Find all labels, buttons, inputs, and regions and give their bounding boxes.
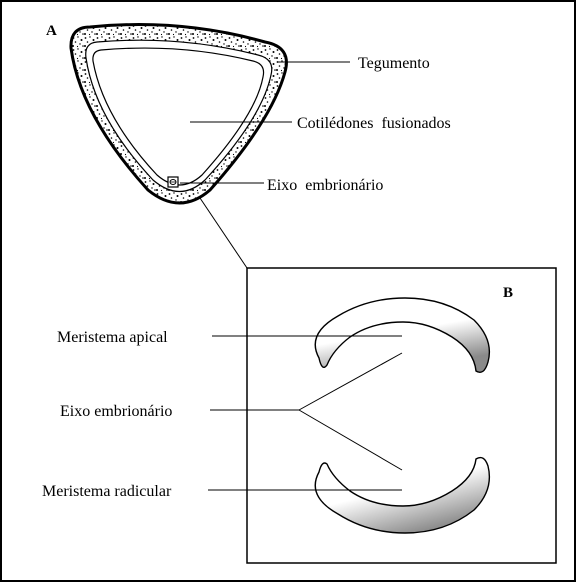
embryonic-axis-box: [168, 177, 178, 187]
label-eixo-embrionario-b: Eixo embrionário: [60, 403, 172, 420]
panel-b: B: [208, 268, 556, 563]
panel-b-letter: B: [503, 285, 513, 301]
label-meristema-radicular: Meristema radicular: [42, 483, 172, 500]
label-tegumento: Tegumento: [358, 55, 430, 72]
label-cotiledones-fusionados: Cotilédones fusionados: [297, 115, 451, 132]
label-meristema-apical: Meristema apical: [57, 329, 168, 346]
panel-a-letter: A: [46, 23, 57, 39]
label-eixo-embrionario-a: Eixo embrionário: [267, 177, 383, 194]
